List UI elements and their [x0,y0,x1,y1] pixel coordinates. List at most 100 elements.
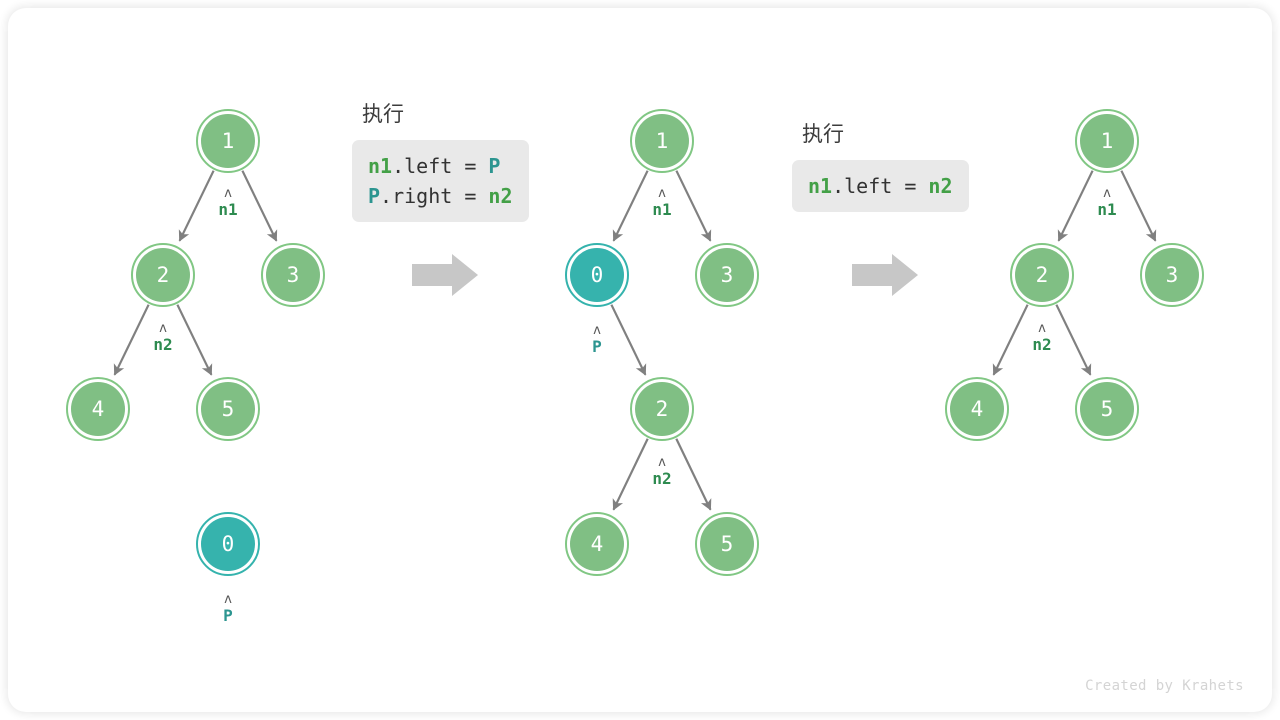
pointer-name: n2 [652,469,671,488]
code-line: n1.left = n2 [808,171,953,201]
pointer-name: n1 [218,200,237,219]
node-ring [1140,243,1204,307]
code-token: n2 [928,174,953,198]
tree-edge [675,170,712,242]
caret-icon: ʌ [658,455,666,470]
tree-edge [1120,170,1157,242]
node-body [1080,114,1134,168]
code-line: P.right = n2 [368,181,513,211]
caret-icon: ʌ [593,323,601,338]
tree-node-5[interactable]: 5 [695,512,759,576]
node-body [136,248,190,302]
pointer-name: P [592,337,602,356]
tree-node-1[interactable]: 1 [630,109,694,173]
pointer-label-n1: ʌn1 [652,186,671,219]
node-ring [695,512,759,576]
tree-edge [113,304,150,376]
node-value: 5 [721,532,734,556]
tree-edge [178,170,215,242]
pointer-label-P: ʌP [592,323,602,356]
code-token: n1 [368,154,393,178]
node-body [1015,248,1069,302]
pointer-label-n2: ʌn2 [652,455,671,488]
tree-edge [612,438,649,511]
node-value: 5 [222,397,235,421]
node-value: 0 [222,532,235,556]
caret-icon: ʌ [224,592,232,607]
code-chip-2: n1.left = n2 [792,160,969,212]
tree-node-0[interactable]: 0 [565,243,629,307]
node-body [201,382,255,436]
tree-edge [176,304,213,376]
node-ring [66,377,130,441]
node-body [266,248,320,302]
node-value: 2 [1036,263,1049,287]
tree-edge [992,304,1029,376]
node-ring [131,243,195,307]
caret-icon: ʌ [159,321,167,336]
code-token: P [368,184,381,208]
tree-node-5[interactable]: 5 [196,377,260,441]
tree-node-1[interactable]: 1 [1075,109,1139,173]
node-value: 4 [591,532,604,556]
node-ring [196,377,260,441]
node-body [635,382,689,436]
tree-node-2[interactable]: 2 [131,243,195,307]
node-body [570,517,624,571]
tree-node-4[interactable]: 4 [565,512,629,576]
tree-edge [1055,304,1092,376]
node-ring [695,243,759,307]
code-token: n2 [488,184,513,208]
tree-node-0[interactable]: 0 [196,512,260,576]
code-token: P [488,154,501,178]
caret-icon: ʌ [1038,321,1046,336]
node-value: 2 [157,263,170,287]
pointer-name: n1 [652,200,671,219]
node-body [1080,382,1134,436]
node-value: 3 [287,263,300,287]
code-token: .left = [832,174,929,198]
exec-caption-1: 执行 [362,102,404,126]
node-value: 2 [656,397,669,421]
node-body [71,382,125,436]
pointer-name: n2 [153,335,172,354]
tree-node-2[interactable]: 2 [1010,243,1074,307]
node-ring [196,109,260,173]
tree-node-5[interactable]: 5 [1075,377,1139,441]
tree-node-3[interactable]: 3 [695,243,759,307]
tree-node-3[interactable]: 3 [1140,243,1204,307]
node-ring [630,109,694,173]
node-value: 3 [1166,263,1179,287]
tree-node-3[interactable]: 3 [261,243,325,307]
pointer-label-n1: ʌn1 [1097,186,1116,219]
node-value: 0 [591,263,604,287]
step-arrow-1 [412,254,478,296]
pointer-label-n2: ʌn2 [1032,321,1051,354]
pointer-label-P: ʌP [223,592,233,625]
node-value: 4 [92,397,105,421]
tree-node-4[interactable]: 4 [945,377,1009,441]
nodes-layer: 1 2 3 4 5 0 1 0 3 2 4 5 1 2 3 4 5 [66,109,1204,576]
code-token: .right = [380,184,489,208]
tree-node-1[interactable]: 1 [196,109,260,173]
node-ring [196,512,260,576]
tree-node-4[interactable]: 4 [66,377,130,441]
node-ring [1075,109,1139,173]
pointer-name: n1 [1097,200,1116,219]
node-body [1145,248,1199,302]
pointer-label-n2: ʌn2 [153,321,172,354]
node-body [700,248,754,302]
caret-icon: ʌ [658,186,666,201]
node-body [635,114,689,168]
exec-caption-2: 执行 [802,122,844,146]
tree-node-2[interactable]: 2 [630,377,694,441]
code-token: n1 [808,174,833,198]
node-ring [565,512,629,576]
node-value: 3 [721,263,734,287]
caret-icon: ʌ [1103,186,1111,201]
code-line: n1.left = P [368,151,513,181]
